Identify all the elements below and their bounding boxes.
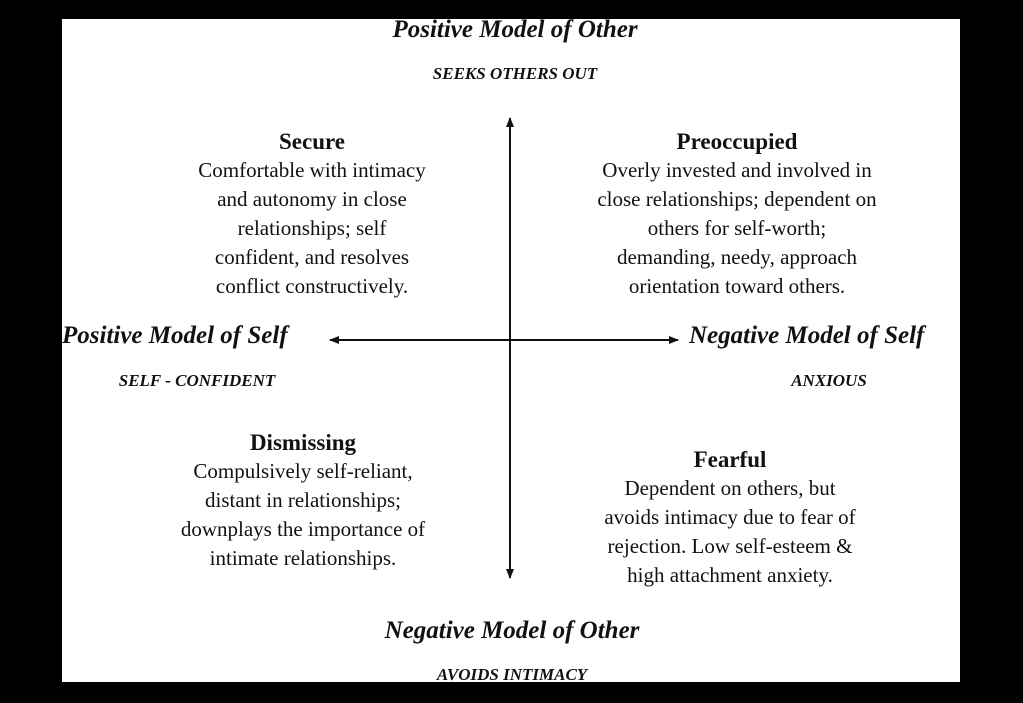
quadrant-title: Secure bbox=[278, 129, 346, 154]
quadrant-text: and autonomy in close bbox=[217, 187, 407, 211]
bottom-axis-label: Negative Model of Other bbox=[384, 617, 640, 644]
top-axis-sublabel: SEEKS OTHERS OUT bbox=[432, 64, 598, 83]
quadrant-text: confident, and resolves bbox=[214, 245, 410, 269]
quadrant-text: Overly invested and involved in bbox=[602, 158, 872, 182]
right-axis-sublabel: ANXIOUS bbox=[791, 371, 867, 390]
quadrant-text: Comfortable with intimacy bbox=[198, 158, 426, 182]
quadrant-text: Dependent on others, but bbox=[624, 476, 836, 500]
quadrant-title: Dismissing bbox=[249, 430, 357, 455]
bottom-axis-sublabel: AVOIDS INTIMACY bbox=[436, 665, 588, 682]
quadrant-dismissing: Dismissing Compulsively self-reliant, di… bbox=[181, 428, 425, 573]
left-axis-sublabel: SELF - CONFIDENT bbox=[118, 371, 276, 390]
quadrant-title: Preoccupied bbox=[676, 129, 798, 154]
quadrant-text: avoids intimacy due to fear of bbox=[604, 505, 856, 529]
quadrant-text: rejection. Low self-esteem & bbox=[607, 534, 853, 558]
quadrant-text: relationships; self bbox=[237, 216, 387, 240]
top-axis-label: Positive Model of Other bbox=[392, 19, 638, 43]
right-axis-label: Negative Model of Self bbox=[689, 322, 925, 349]
quadrant-text: orientation toward others. bbox=[628, 274, 846, 298]
quadrant-text: Compulsively self-reliant, bbox=[193, 459, 413, 483]
quadrant-preoccupied: Preoccupied Overly invested and involved… bbox=[597, 127, 876, 301]
quadrant-text: high attachment anxiety. bbox=[627, 563, 833, 587]
quadrant-text: close relationships; dependent on bbox=[597, 187, 877, 211]
quadrant-text: others for self-worth; bbox=[647, 216, 827, 240]
quadrant-text: demanding, needy, approach bbox=[616, 245, 858, 269]
quadrant-text: conflict constructively. bbox=[215, 274, 409, 298]
quadrant-text: intimate relationships. bbox=[209, 546, 397, 570]
quadrant-fearful: Fearful Dependent on others, but avoids … bbox=[604, 445, 855, 590]
left-axis-label: Positive Model of Self bbox=[62, 322, 288, 349]
quadrant-secure: Secure Comfortable with intimacy and aut… bbox=[198, 127, 425, 301]
attachment-diagram: Positive Model of Other SEEKS OTHERS OUT… bbox=[62, 19, 960, 682]
axes-arrows bbox=[329, 117, 679, 579]
quadrant-title: Fearful bbox=[693, 447, 767, 472]
quadrant-text: distant in relationships; bbox=[205, 488, 401, 512]
quadrant-text: downplays the importance of bbox=[180, 517, 426, 541]
